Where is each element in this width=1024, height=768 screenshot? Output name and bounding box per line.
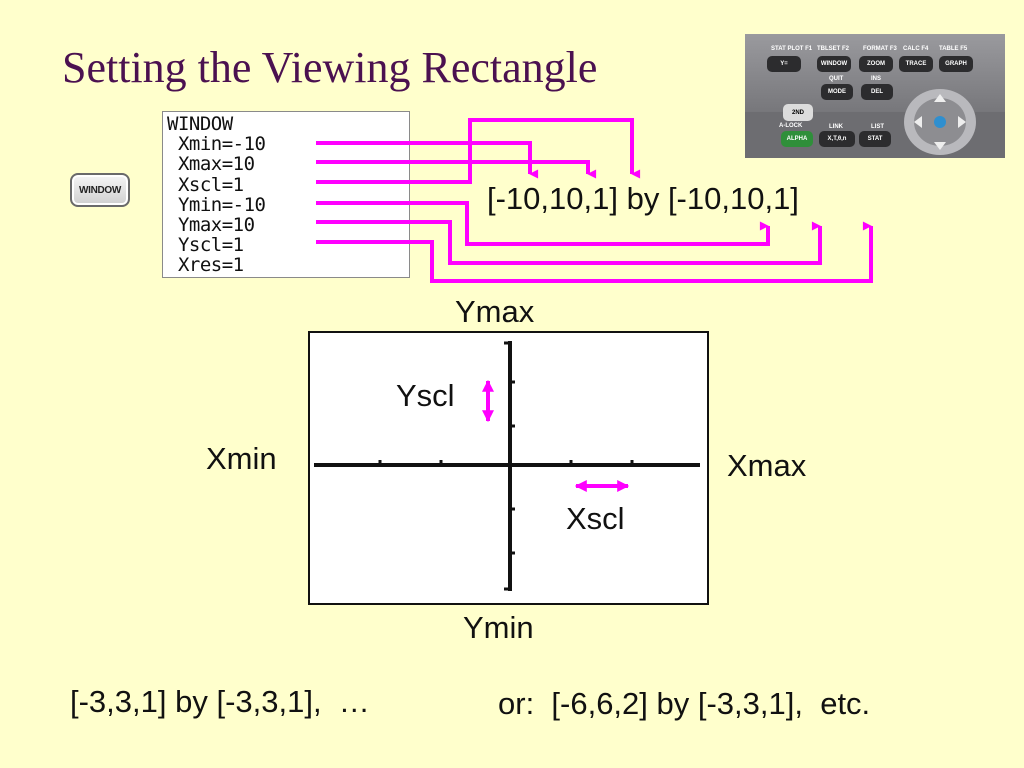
calc-key-mode[interactable]: MODE: [821, 84, 853, 100]
arrow-xmax: [316, 160, 597, 179]
example-range-left: [-3,3,1] by [-3,3,1], …: [70, 684, 370, 719]
window-key-button[interactable]: WINDOW: [70, 173, 130, 207]
calc-key-xton[interactable]: X,T,θ,n: [819, 131, 855, 147]
window-line-xmax: Xmax=10: [167, 153, 255, 176]
calc-label-link: LINK: [829, 124, 843, 130]
label-xscl: Xscl: [566, 501, 625, 536]
label-ymin: Ymin: [463, 610, 534, 645]
calculator-keypad-image: STAT PLOT F1 TBLSET F2 FORMAT F3 CALC F4…: [745, 34, 1005, 158]
label-xmin: Xmin: [206, 441, 277, 476]
label-ymax: Ymax: [455, 294, 535, 329]
calc-label-format: FORMAT F3: [863, 46, 897, 52]
calc-key-del[interactable]: DEL: [861, 84, 893, 100]
window-line-xscl: Xscl=1: [167, 173, 244, 196]
window-key-label: WINDOW: [78, 184, 122, 196]
viewing-rectangle: Yscl Xscl: [308, 331, 709, 605]
example-range-right: or: [-6,6,2] by [-3,3,1], etc.: [498, 686, 871, 721]
calculator-window-screen: WINDOW Xmin=-10 Xmax=10 Xscl=1 Ymin=-10 …: [162, 111, 410, 278]
arrow-ymax: [316, 220, 822, 265]
window-line-xmin: Xmin=-10: [167, 133, 266, 156]
calc-key-window[interactable]: WINDOW: [817, 56, 851, 72]
calc-key-alpha[interactable]: ALPHA: [781, 131, 813, 147]
calc-label-calc: CALC F4: [903, 46, 929, 52]
arrow-xscl: [316, 118, 641, 184]
calc-key-2nd[interactable]: 2ND: [783, 104, 813, 121]
calc-arrow-pad-icon[interactable]: [900, 86, 980, 158]
arrow-ymin: [316, 201, 770, 246]
arrow-yscl: [316, 221, 873, 283]
range-notation: [-10,10,1] by [-10,10,1]: [487, 181, 799, 216]
calc-label-list: LIST: [871, 124, 884, 130]
calc-key-graph[interactable]: GRAPH: [939, 56, 973, 72]
calc-key-zoom[interactable]: ZOOM: [859, 56, 893, 72]
calc-key-stat[interactable]: STAT: [859, 131, 891, 147]
label-yscl: Yscl: [396, 378, 455, 413]
arrow-xmin: [316, 141, 539, 179]
calc-label-alock: A-LOCK: [779, 123, 803, 129]
window-line-xres: Xres=1: [167, 254, 244, 277]
coordinate-axes: [314, 341, 700, 591]
calc-label-tblset: TBLSET F2: [817, 46, 850, 52]
window-line-header: WINDOW: [167, 113, 233, 135]
window-line-ymax: Ymax=10: [167, 214, 255, 237]
label-xmax: Xmax: [727, 448, 807, 483]
page-title: Setting the Viewing Rectangle: [62, 43, 598, 92]
calc-label-quit: QUIT: [829, 76, 844, 82]
calc-label-ins: INS: [871, 76, 882, 82]
calc-label-table: TABLE F5: [939, 46, 968, 52]
calc-key-trace[interactable]: TRACE: [899, 56, 933, 72]
window-line-yscl: Yscl=1: [167, 234, 244, 257]
calc-key-y-equals[interactable]: Y=: [767, 56, 801, 72]
window-line-ymin: Ymin=-10: [167, 193, 266, 216]
calc-label-statplot: STAT PLOT F1: [771, 46, 813, 52]
